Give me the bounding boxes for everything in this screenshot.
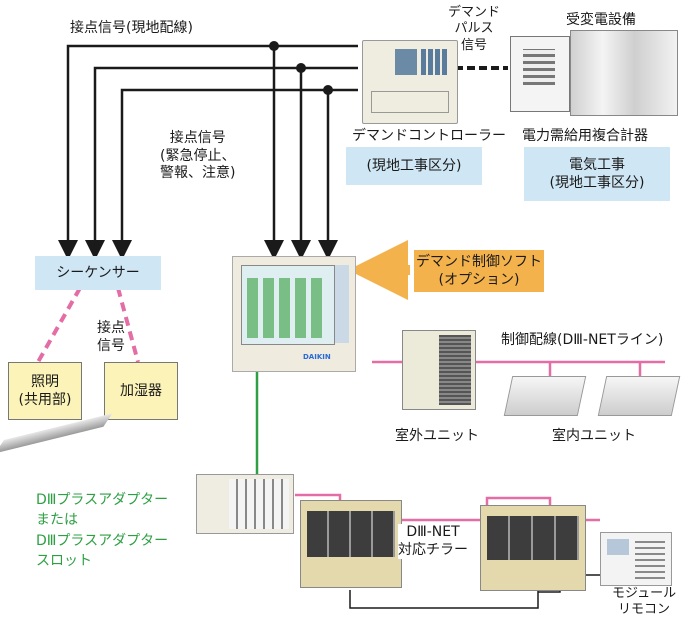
substation-cabinets <box>570 30 678 116</box>
lighting-box: 照明 (共用部) <box>8 362 82 420</box>
control-wiring-label: 制御配線(DⅢ-NETライン) <box>501 332 664 348</box>
touch-screen <box>241 265 335 345</box>
adapter-rack-device <box>196 474 294 534</box>
contact-signal-emergency-label: 接点信号 (緊急停止、 警報、注意) <box>160 130 236 181</box>
chiller-device-1 <box>300 500 402 588</box>
outdoor-unit-label: 室外ユニット <box>395 428 479 444</box>
contact-signal-field-label: 接点信号(現地配線) <box>70 20 193 36</box>
demand-controller-label: デマンドコントローラー <box>352 128 506 144</box>
outdoor-unit-device <box>402 330 476 410</box>
indoor-unit-label: 室内ユニット <box>552 428 636 444</box>
power-meter-device <box>510 36 570 112</box>
chiller-device-2 <box>480 505 586 591</box>
indoor-unit-device-1 <box>503 376 587 416</box>
humidifier-box: 加湿器 <box>104 362 178 420</box>
central-controller-device: DAIKIN <box>232 256 356 372</box>
chiller-label: DⅢ-NET 対応チラー <box>398 524 468 559</box>
controller-keypad <box>421 49 449 75</box>
controller-screen <box>395 49 417 75</box>
demand-pulse-label: デマンド パルス 信号 <box>448 5 501 53</box>
demand-controller-device <box>362 40 458 124</box>
local-work-box: (現地工事区分) <box>346 147 482 185</box>
junction-dots <box>269 41 333 95</box>
module-remote-device <box>600 532 672 586</box>
contact-signal-wires <box>58 44 358 260</box>
electrical-work-box: 電気工事 (現地工事区分) <box>524 147 670 201</box>
demand-software-box: デマンド制御ソフト (オプション) <box>414 250 544 292</box>
module-remote-label: モジュール リモコン <box>612 586 677 618</box>
power-meter-label: 電力需給用複合計器 <box>522 128 648 144</box>
sequencer-box: シーケンサー <box>35 256 161 290</box>
brand-logo: DAIKIN <box>303 353 331 361</box>
contact-signal-short-label: 接点 信号 <box>97 320 125 354</box>
chiller-link <box>349 590 539 609</box>
indoor-unit-device-2 <box>597 376 681 416</box>
controller-panel <box>371 91 449 113</box>
substation-device <box>510 30 678 116</box>
substation-label: 受変電設備 <box>566 12 636 28</box>
adapter-label: DⅢプラスアダプター または DⅢプラスアダプター スロット <box>36 492 169 569</box>
sequencer-device-wires <box>36 287 140 363</box>
